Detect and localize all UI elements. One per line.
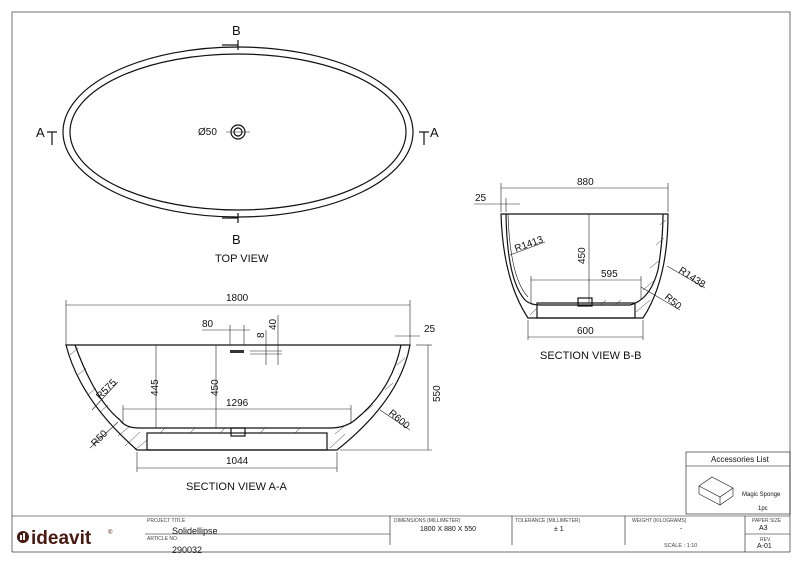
sponge-icon	[698, 476, 734, 506]
top-view-title: TOP VIEW	[215, 253, 269, 265]
accessory-qty: 1pc	[758, 506, 768, 512]
tub-section-outline	[65, 344, 411, 451]
weight-value: -	[680, 526, 683, 533]
section-a-title: SECTION VIEW A-A	[186, 481, 288, 493]
base-cavity-b	[536, 302, 636, 319]
article-number: 290032	[172, 545, 203, 555]
section-marker-a-right: A	[430, 125, 439, 140]
dim-base-b: 600	[577, 326, 594, 337]
project-title: Solidellipse	[172, 526, 218, 536]
dim-slot: 8	[256, 332, 267, 338]
overflow-slot	[230, 350, 244, 353]
dim-height: 550	[432, 385, 443, 402]
drain-cutaway	[230, 427, 246, 437]
tub-inner-rim	[69, 53, 407, 211]
radius-side-a: R575	[94, 377, 119, 402]
radius-left-b: R1413	[513, 234, 545, 255]
drain-diameter: Ø50	[198, 127, 217, 138]
base-cavity	[146, 432, 328, 451]
paper-size-label: Paper Size	[752, 518, 782, 524]
section-view-b: 880 25 450 595 600 R1413 R1438 R50 SECTI…	[474, 177, 707, 362]
ideavit-logo: ideavit ®	[17, 528, 113, 549]
radius-right-b: R1438	[676, 265, 707, 291]
revision-value: A-01	[757, 543, 772, 550]
dim-floor-b: 595	[601, 269, 618, 280]
section-view-a: 1800 80 8 40 25 445 450 1296 550 1044 R5…	[65, 293, 443, 493]
dim-rim-b: 25	[475, 193, 487, 204]
drawing-frame	[11, 11, 791, 553]
article-label: Article No.	[147, 536, 179, 542]
dim-length: 1800	[226, 293, 249, 304]
dim-width: 880	[577, 177, 594, 188]
dim-drain-offset: 80	[202, 319, 214, 330]
scale-value: SCALE : 1:10	[664, 543, 698, 549]
tolerance-value: ± 1	[554, 526, 564, 533]
title-block-grid	[12, 515, 790, 552]
top-view: Ø50 B B A A TOP VIEW	[36, 23, 439, 265]
weight-label: Weight (Kilograms)	[632, 518, 687, 524]
tub-section-b-outline	[500, 213, 669, 319]
svg-text:®: ®	[108, 529, 113, 536]
section-marker-b-bottom: B	[232, 232, 241, 247]
accessories-title: Accessories List	[711, 455, 770, 464]
dim-rim-a: 25	[424, 324, 436, 335]
accessories-list: Accessories List Magic Sponge 1pc	[685, 451, 791, 515]
revision-label: Rev.	[760, 537, 772, 543]
dim-slot-depth: 40	[268, 318, 279, 330]
radius-corner-b: R50	[662, 292, 683, 313]
tolerance-label: Tolerance (Millimeter)	[515, 518, 581, 524]
project-title-label: Project Title	[147, 518, 186, 524]
section-marker-b-top: B	[232, 23, 241, 38]
accessory-item: Magic Sponge	[742, 492, 781, 498]
paper-size-value: A3	[759, 525, 768, 532]
dim-depth-inner: 445	[150, 379, 161, 396]
dim-floor: 1296	[226, 398, 249, 409]
section-b-title: SECTION VIEW B-B	[540, 350, 641, 362]
logo-text: ideavit	[31, 528, 92, 549]
dim-base: 1044	[226, 456, 249, 467]
dimensions-label: Dimensions (Millimeter)	[394, 518, 461, 524]
dimensions-value: 1800 X 880 X 550	[420, 526, 477, 533]
dim-depth-b: 450	[577, 247, 588, 264]
section-marker-a-left: A	[36, 125, 45, 140]
dim-depth-center: 450	[210, 379, 221, 396]
